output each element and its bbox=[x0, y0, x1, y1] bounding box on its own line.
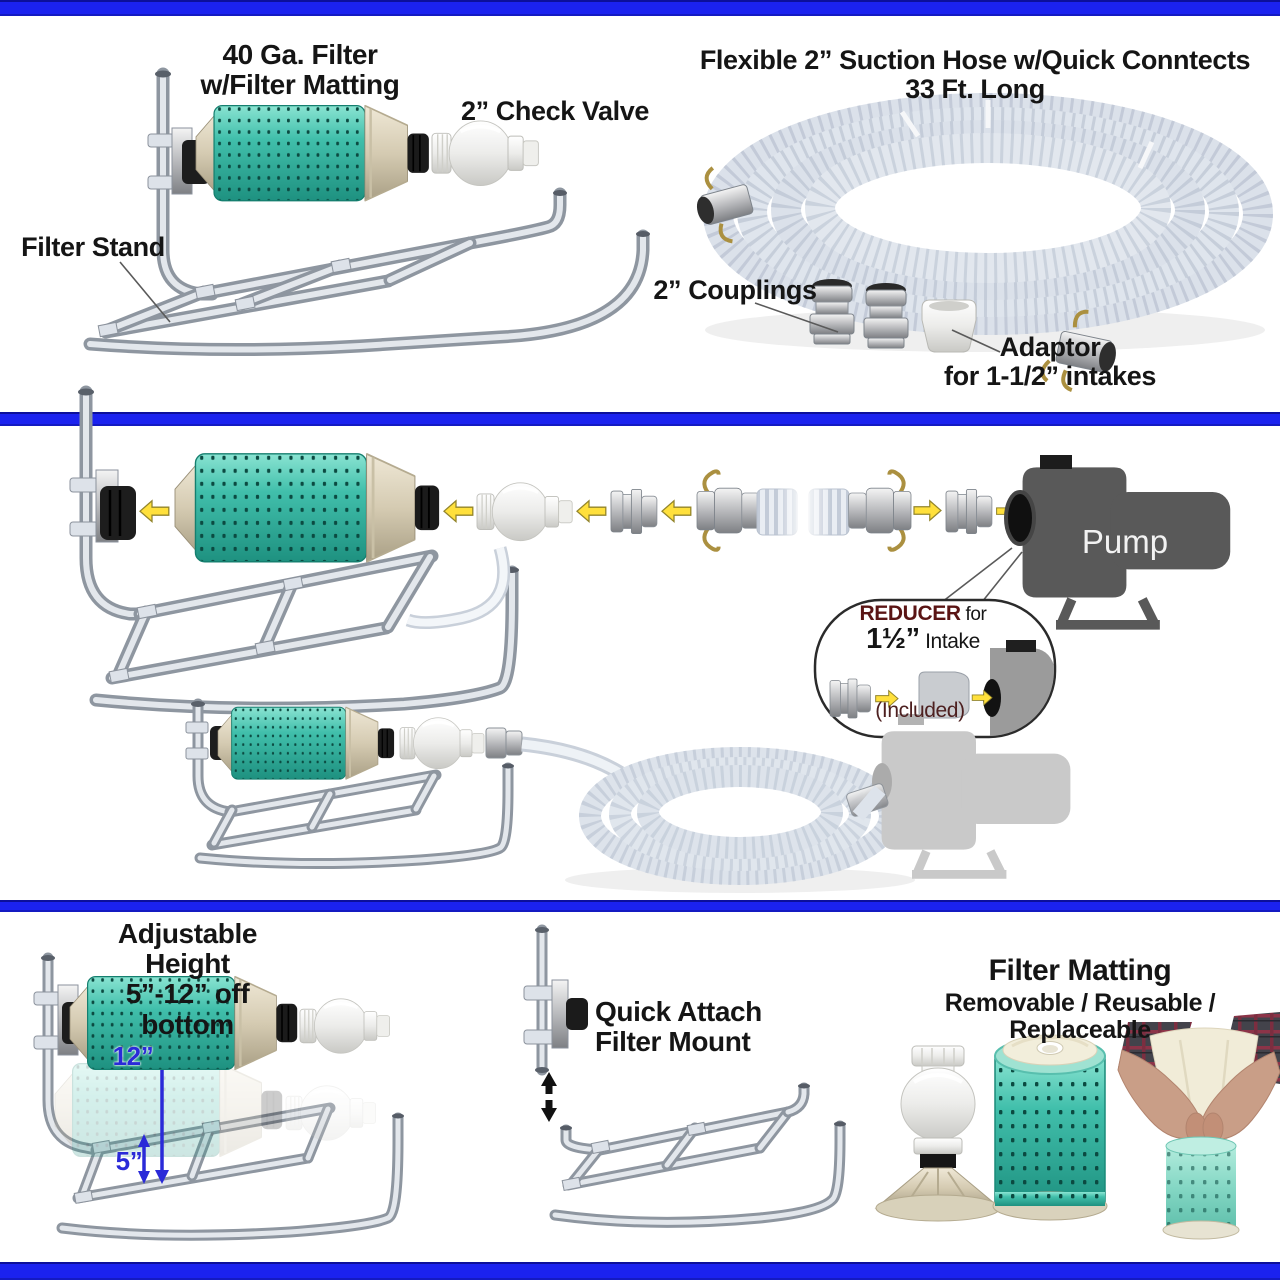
check-valve-vertical bbox=[874, 1045, 1002, 1222]
coupling-1 bbox=[809, 279, 855, 345]
pump-label: Pump bbox=[1081, 523, 1169, 560]
hose-coupling-right bbox=[849, 471, 911, 549]
hose-coupling-left bbox=[697, 471, 759, 549]
exploded-assembly-diagram bbox=[69, 385, 1230, 739]
matting-subtitle: Removable / Reusable / Replaceable bbox=[944, 989, 1216, 1044]
hands-removing-matting bbox=[1117, 1012, 1280, 1240]
assembly-arrow-left-4 bbox=[661, 500, 692, 523]
check-valve-label: 2” Check Valve bbox=[460, 96, 650, 126]
quick-attach-label: Quick Attach Filter Mount bbox=[595, 996, 795, 1058]
reducer-included: (Included) bbox=[875, 699, 965, 722]
filter-cartridge bbox=[194, 104, 431, 202]
camlock-adapter-2 bbox=[945, 488, 993, 535]
reducer-intake: Intake bbox=[919, 630, 980, 653]
adjustable-height-panel bbox=[33, 952, 404, 1241]
filter-label: 40 Ga. Filter w/Filter Matting bbox=[150, 39, 450, 101]
pump-intake-port bbox=[1004, 490, 1036, 546]
assembled-filter bbox=[217, 706, 396, 781]
quick-attach-line1: Quick Attach bbox=[595, 996, 762, 1027]
top-blue-bar bbox=[0, 0, 1280, 16]
quick-attach-line2: Filter Mount bbox=[595, 1026, 751, 1058]
filter-label-line1: 40 Ga. Filter bbox=[222, 39, 378, 70]
hose-end-fitting-right bbox=[1040, 309, 1116, 392]
adaptor-label: Adaptor for 1-1/2” intakes bbox=[900, 332, 1200, 392]
mount-knob bbox=[566, 998, 588, 1030]
exploded-check-valve bbox=[475, 481, 574, 543]
adaptor-cup bbox=[921, 299, 977, 353]
adjustable-line1: Adjustable Height bbox=[117, 918, 258, 980]
height-dimension-arrows bbox=[142, 1052, 164, 1174]
reducer-size: 1½” bbox=[866, 623, 920, 655]
coupling-2 bbox=[863, 283, 909, 349]
couplings-pointer-line bbox=[754, 302, 839, 333]
assembled-hose-coil bbox=[579, 747, 901, 885]
reducer-title: REDUCER for bbox=[828, 602, 1018, 626]
assembled-unit-photo bbox=[185, 698, 1070, 893]
adaptor-pointer-line bbox=[951, 329, 1001, 353]
filter-matting-panel bbox=[874, 1012, 1280, 1240]
filter-label-line2: w/Filter Matting bbox=[200, 69, 400, 101]
dimension-5in: 5” bbox=[115, 1146, 143, 1176]
assembly-arrow-right-1 bbox=[913, 500, 942, 521]
separator-bar-2 bbox=[0, 900, 1280, 912]
filter-stand-pointer-line bbox=[119, 261, 171, 323]
pump-silhouette bbox=[1004, 455, 1230, 625]
exploded-filter bbox=[173, 452, 441, 564]
hose-label-line1: Flexible 2” Suction Hose w/Quick Conntec… bbox=[699, 45, 1251, 75]
assembled-check-valve bbox=[398, 716, 486, 771]
couplings-label: 2” Couplings bbox=[653, 275, 817, 305]
bottom-blue-bar bbox=[0, 1262, 1280, 1280]
assembly-arrow-left-1 bbox=[139, 500, 170, 523]
suction-hose-photo bbox=[696, 93, 1273, 392]
separator-bar-1 bbox=[0, 412, 1280, 426]
filter-stand-photo bbox=[83, 67, 650, 357]
attach-direction-arrows bbox=[541, 1072, 557, 1122]
camlock-adapter-1 bbox=[610, 488, 658, 535]
reducer-title-for: for bbox=[960, 604, 987, 625]
reducer-title-bold: REDUCER bbox=[859, 602, 961, 625]
hose-end-fitting-left bbox=[696, 166, 754, 244]
check-valve bbox=[430, 119, 541, 188]
adjustable-line2: 5”-12” off bottom bbox=[125, 978, 250, 1040]
quick-attach-panel bbox=[523, 924, 846, 1228]
assembly-arrow-left-3 bbox=[576, 500, 607, 523]
matting-cartridge bbox=[992, 1034, 1108, 1221]
filter-stand-label: Filter Stand bbox=[21, 232, 165, 262]
adaptor-label-line2: for 1-1/2” intakes bbox=[944, 361, 1156, 392]
hose-label-line2: 33 Ft. Long bbox=[905, 74, 1045, 105]
matting-title: Filter Matting bbox=[988, 954, 1172, 987]
ghost-filter-low-position bbox=[53, 1062, 378, 1158]
pump-top-port bbox=[1040, 455, 1072, 469]
reducer-pointer-lines bbox=[941, 547, 1023, 603]
ghost-pump bbox=[872, 714, 1070, 874]
dimension-12in: 12” bbox=[112, 1041, 154, 1071]
callout-reducer-cup bbox=[918, 671, 970, 719]
reducer-size-line: 1½” Intake bbox=[828, 623, 1018, 655]
adaptor-label-line1: Adaptor bbox=[999, 332, 1101, 362]
assembly-arrow-left-2 bbox=[443, 500, 474, 523]
adjustable-height-label: Adjustable Height 5”-12” off bottom bbox=[80, 918, 295, 1040]
hose-label: Flexible 2” Suction Hose w/Quick Conntec… bbox=[680, 45, 1270, 105]
